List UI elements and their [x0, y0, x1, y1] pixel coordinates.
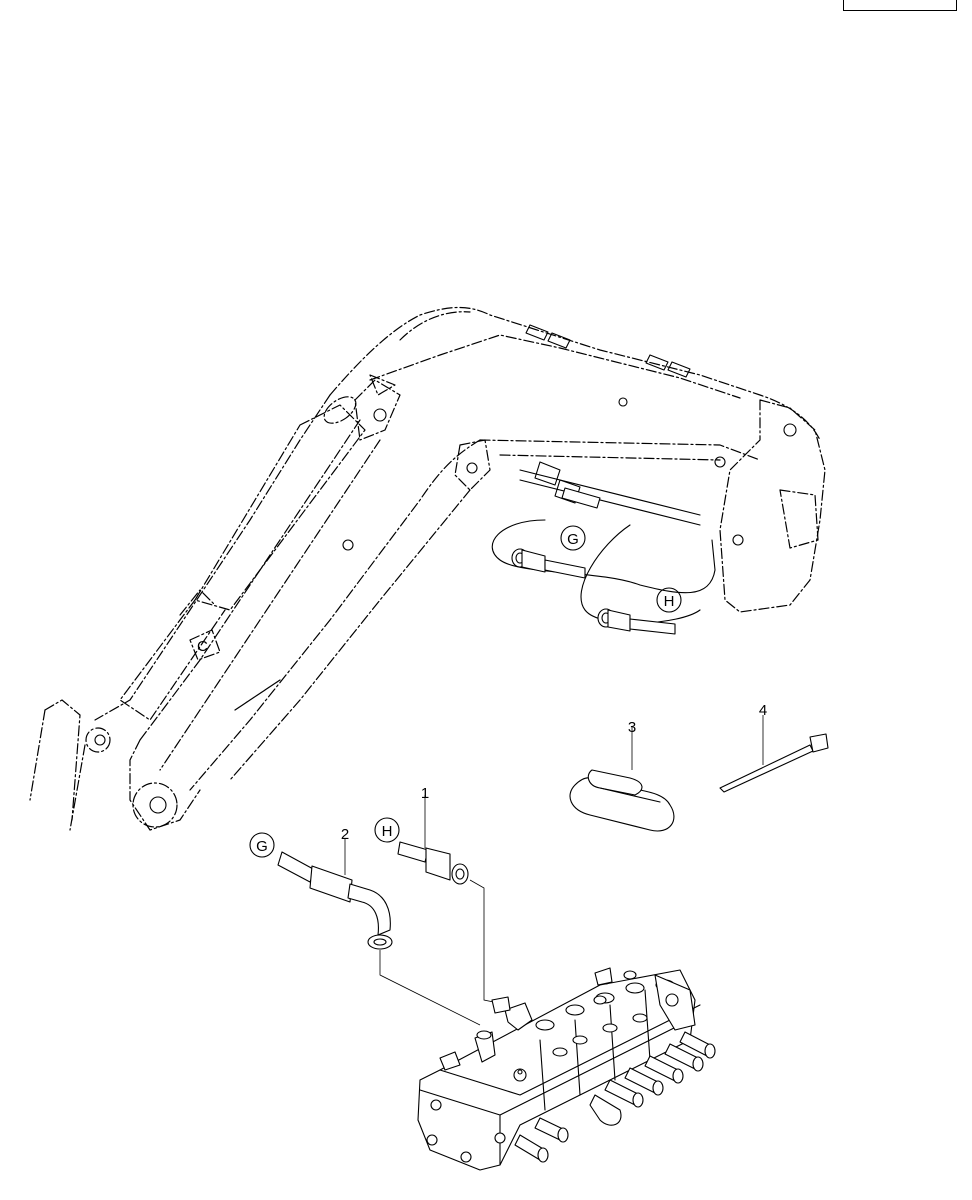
valve-spools [514, 1031, 716, 1163]
part-4-cable-tie: 4 [719, 702, 829, 793]
callout-g-lower: G [249, 832, 275, 858]
callout-h-upper: H [656, 587, 682, 613]
svg-text:H: H [664, 593, 675, 610]
hose-end-g-upper [511, 548, 586, 579]
part-2-hose-g: 2 [277, 826, 481, 1026]
part-number-1: 1 [421, 785, 429, 802]
hose-end-h-upper [597, 608, 676, 635]
part-1-hose-h: 1 [397, 785, 509, 1006]
boom-arm-outline: C [29, 306, 826, 831]
svg-text:G: G [256, 838, 268, 855]
boom-hose-fittings [491, 461, 716, 635]
valve-ports [535, 970, 675, 1057]
part-number-4: 4 [759, 702, 767, 719]
callout-g-upper: G [560, 525, 586, 551]
svg-text:H: H [382, 823, 393, 840]
control-valve-block [417, 967, 716, 1171]
part-number-3: 3 [628, 719, 636, 736]
svg-text:G: G [567, 531, 579, 548]
part-number-2: 2 [341, 826, 349, 843]
callout-h-lower: H [374, 817, 400, 843]
boom-marker-c: C [197, 638, 208, 655]
part-3-hose-guard: 3 [569, 719, 675, 832]
corner-frame-box [843, 0, 957, 11]
